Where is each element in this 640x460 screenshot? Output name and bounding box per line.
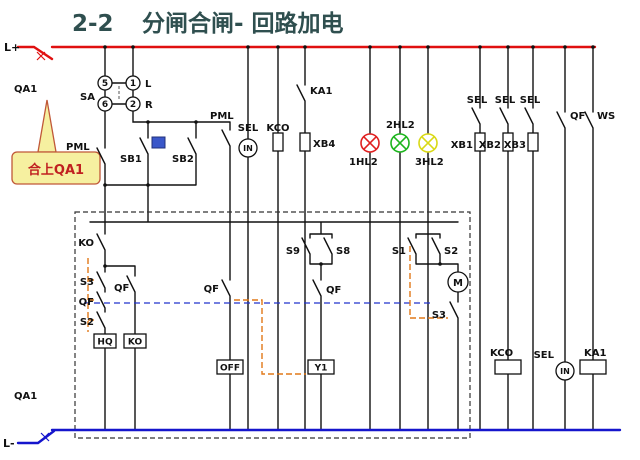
coil-hq: HQ <box>93 333 117 349</box>
sa-contact-5: 5 <box>102 79 108 89</box>
sa-selector-switch: 5 1 6 2 SA L R <box>80 75 153 112</box>
coil-kco-label: KCO <box>490 348 513 359</box>
sel-top-in: IN <box>243 144 253 153</box>
ka1-contact-label: KA1 <box>310 86 332 97</box>
sa-contact-1: 1 <box>130 79 136 89</box>
sel-top-label: SEL <box>238 123 259 134</box>
coil-ko-label: KO <box>128 338 143 348</box>
indicator-square <box>151 136 166 149</box>
qf-mid-label: QF <box>204 284 219 295</box>
xb3-label: XB3 <box>504 140 526 151</box>
qf-left-a-label: QF <box>79 297 94 308</box>
xb3-terminal <box>527 132 539 152</box>
sb2-label: SB2 <box>172 154 194 165</box>
sa-position-r: R <box>145 100 153 111</box>
coil-ko: KO <box>123 333 147 349</box>
junction-dots <box>103 45 595 268</box>
s1-label: S1 <box>392 246 406 257</box>
lamp-2hl2: 2HL2 <box>386 120 415 153</box>
coil-y1: Y1 <box>307 359 335 375</box>
negative-rail: L- QA1 <box>3 391 622 450</box>
lamp-1hl2: 1HL2 <box>349 133 380 168</box>
callout-bubble: 合上QA1 <box>11 99 101 185</box>
signal-path-orange <box>87 246 448 375</box>
qa1-top-tick <box>36 51 46 61</box>
coil-kco: KCO <box>490 348 522 375</box>
s9-label: S9 <box>286 246 300 257</box>
motor-m: M <box>447 271 469 293</box>
title-number: 2-2 <box>72 11 114 37</box>
sa-contact-2: 2 <box>130 100 136 110</box>
qa1-top-label: QA1 <box>14 84 37 95</box>
xb1-terminal <box>474 132 486 152</box>
xb4-label: XB4 <box>313 139 335 150</box>
motor-label: M <box>453 278 463 289</box>
lamp-2hl2-label: 2HL2 <box>386 120 415 131</box>
ka1-contact: KA1 <box>310 86 332 97</box>
pml-left-label: PML <box>66 142 90 153</box>
rail-negative-label: L- <box>3 437 15 450</box>
qf-right-label: QF <box>570 111 585 122</box>
lamp-3hl2: 3HL2 <box>415 133 444 168</box>
coil-y1-label: Y1 <box>314 364 328 374</box>
sa-contact-6: 6 <box>102 100 108 110</box>
pml-mid-label: PML <box>210 111 234 122</box>
xb2-terminal <box>502 132 514 152</box>
callout-text: 合上QA1 <box>28 162 84 178</box>
s3-right-label: S3 <box>432 310 446 321</box>
coil-ka1: KA1 <box>579 348 607 375</box>
diagram-title: 2-2 分闸合闸- 回路加电 <box>72 10 344 37</box>
s2-left-label: S2 <box>80 317 94 328</box>
sel-bottom-label: SEL <box>534 350 555 361</box>
callout-pointer <box>37 99 57 153</box>
coil-off: OFF <box>216 359 244 375</box>
ko-contact-label: KO <box>78 238 94 249</box>
lamp-1hl2-label: 1HL2 <box>349 157 378 168</box>
sel-bottom-in: IN <box>560 367 570 376</box>
xb1-label: XB1 <box>451 140 473 151</box>
qa1-bottom-label: QA1 <box>14 391 37 402</box>
sel-r3-label: SEL <box>520 95 541 106</box>
callout-box <box>11 151 101 185</box>
kco-top-label: KCO <box>266 123 289 134</box>
sb1-label: SB1 <box>120 154 142 165</box>
sa-label: SA <box>80 92 95 103</box>
coil-hq-label: HQ <box>97 338 113 348</box>
lamp-3hl2-label: 3HL2 <box>415 157 444 168</box>
s3-left-label: S3 <box>80 277 94 288</box>
sel-r1-label: SEL <box>467 95 488 106</box>
control-logic-box <box>74 211 471 439</box>
positive-rail: L+ QA1 <box>4 41 597 95</box>
sa-position-l: L <box>145 79 152 90</box>
xb2-label: XB2 <box>479 140 501 151</box>
qf-mid2-label: QF <box>326 285 341 296</box>
qa1-bottom-tick <box>40 432 50 442</box>
qf-left-b-label: QF <box>114 283 129 294</box>
sel-top-relay: SEL IN <box>238 123 259 158</box>
sel-bottom-relay: SEL IN <box>534 350 575 381</box>
title-text: 分闸合闸- 回路加电 <box>142 10 344 37</box>
rail-positive-label: L+ <box>4 41 20 54</box>
s8-label: S8 <box>336 246 350 257</box>
kco-top-terminal: KCO <box>266 123 290 152</box>
ws-label: WS <box>597 111 615 122</box>
coil-off-label: OFF <box>220 364 240 374</box>
s2-right-label: S2 <box>444 246 458 257</box>
sel-r2-label: SEL <box>495 95 516 106</box>
sel-xb-group: SEL SEL SEL XB1 XB2 XB3 <box>451 95 541 152</box>
coil-ka1-label: KA1 <box>584 348 606 359</box>
xb4-terminal: XB4 <box>299 132 335 152</box>
